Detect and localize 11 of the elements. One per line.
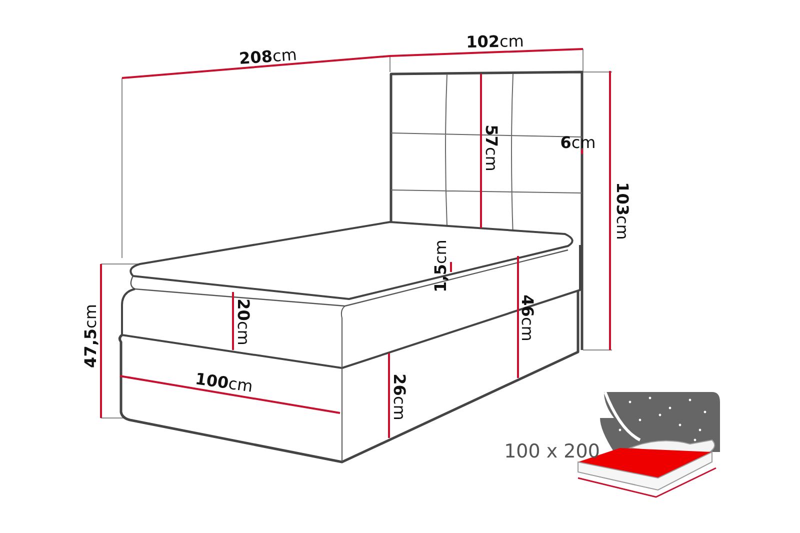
dimension-label: 208cm bbox=[238, 47, 298, 67]
dimension-label: 100cm bbox=[194, 371, 254, 395]
size-label: 100 x 200 bbox=[504, 442, 600, 462]
dimension-label: 46cm bbox=[519, 294, 535, 342]
dimension-label: 26cm bbox=[391, 374, 407, 420]
dimension-label: 57cm bbox=[483, 124, 499, 172]
dimension-label: 20cm bbox=[235, 298, 251, 346]
dimension-label: 103cm bbox=[614, 182, 630, 240]
dimension-label: 102cm bbox=[466, 34, 524, 50]
dimension-label: 47,5cm bbox=[83, 304, 99, 368]
dimension-label: 1,5cm bbox=[433, 240, 449, 292]
